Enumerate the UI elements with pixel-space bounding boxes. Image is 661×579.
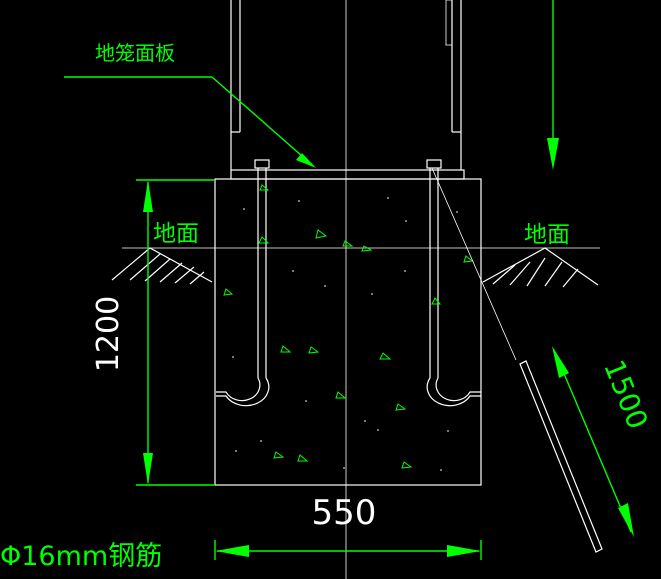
width-dim-text: 550	[312, 493, 377, 533]
concrete-aggregate	[223, 184, 474, 471]
anchor-bolt-left	[216, 159, 270, 407]
depth-dimension	[136, 179, 215, 486]
rebar-note: Φ16mm钢筋	[0, 541, 162, 572]
bolt-len-dim-text: 1500	[597, 355, 654, 433]
bolt-length-dimension	[552, 346, 634, 537]
pole	[230, 0, 462, 170]
ground-label-left: 地面	[153, 221, 199, 247]
depth-dim-text: 1200	[91, 296, 126, 372]
width-dimension	[214, 540, 482, 560]
panel-leader	[64, 76, 316, 168]
panel-label: 地笼面板	[95, 41, 175, 65]
ground-label-right: 地面	[524, 222, 570, 248]
bolt-length-projection	[431, 167, 603, 553]
ground-hatch-right	[482, 247, 599, 288]
top-right-arrow	[547, 0, 559, 170]
concrete-foundation	[214, 178, 482, 486]
anchor-bolt-right	[426, 159, 481, 407]
ground-hatch-left	[111, 247, 213, 285]
